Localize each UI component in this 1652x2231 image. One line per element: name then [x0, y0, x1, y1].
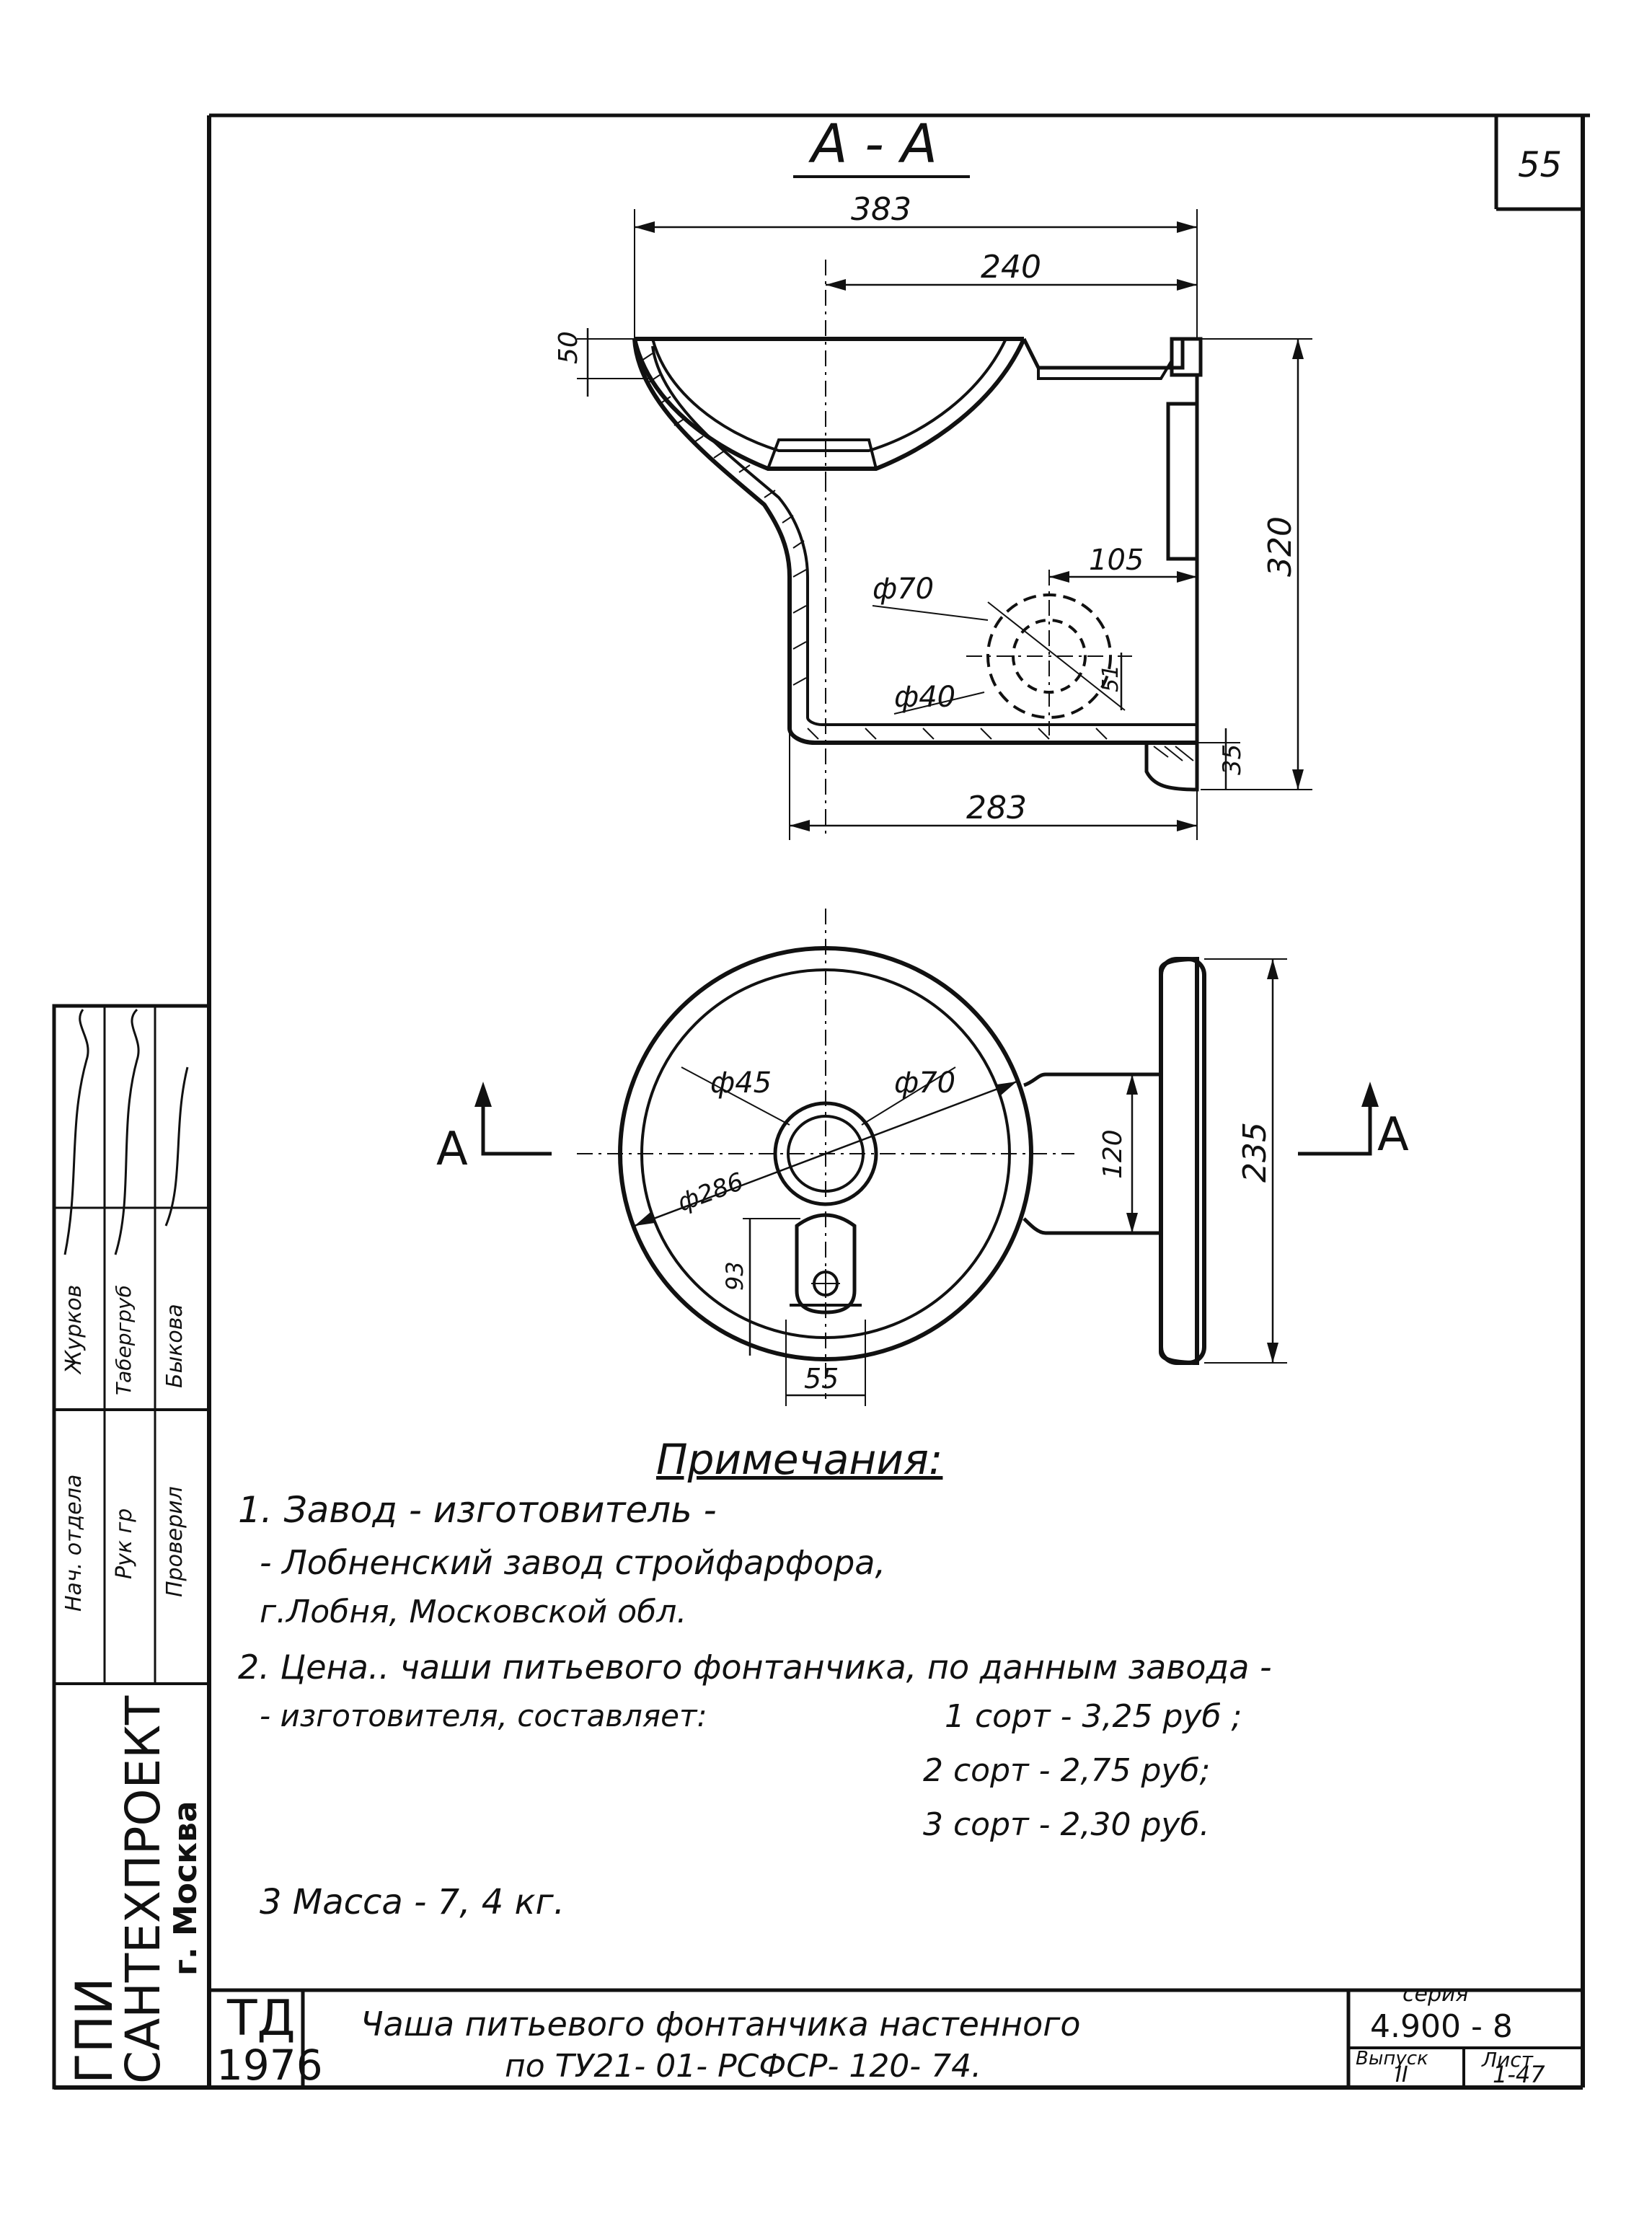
- dim-383: 383: [851, 191, 911, 228]
- dim-phi70-plan: ф70: [894, 1066, 955, 1100]
- sheet-value: 1-47: [1493, 2061, 1545, 2088]
- side-stamp-role-1: Нач. отдела: [61, 1474, 87, 1612]
- title-code-1: ТД: [227, 1990, 296, 2047]
- plan-dimensions: [634, 958, 1287, 1406]
- side-stamp-role-2: Рук гр: [112, 1508, 137, 1579]
- dim-phi70-section: ф70: [873, 573, 934, 606]
- dim-51: 51: [1098, 665, 1123, 692]
- note-price-3: 3 сорт - 2,30 руб.: [923, 1806, 1210, 1843]
- dim-283: 283: [966, 790, 1027, 826]
- notes-heading: Примечания:: [656, 1435, 943, 1484]
- plan-view: [577, 909, 1206, 1399]
- series-label: серия: [1403, 1982, 1469, 2007]
- title-code-2: 1976: [216, 2041, 323, 2090]
- note-line-6: 3 Масса - 7, 4 кг.: [260, 1882, 565, 1922]
- dim-240: 240: [981, 249, 1041, 286]
- side-stamp-name-1: Журков: [61, 1284, 87, 1374]
- side-stamp-role-3: Проверил: [162, 1486, 187, 1597]
- dim-320: 320: [1262, 516, 1299, 577]
- side-stamp-frame: [52, 1004, 211, 2090]
- dim-55-plan: 55: [804, 1363, 839, 1395]
- sheet-frame: [54, 113, 1590, 2090]
- section-title: A - A: [808, 113, 937, 175]
- dim-50: 50: [554, 331, 583, 364]
- side-stamp-name-3: Быкова: [162, 1304, 187, 1388]
- note-line-4: 2. Цена.. чаши питьевого фонтанчика, по …: [238, 1648, 1272, 1687]
- note-line-5: - изготовителя, составляет:: [260, 1698, 707, 1733]
- section-view: [632, 260, 1203, 836]
- section-marker-left: A: [436, 1123, 468, 1176]
- section-markers: [474, 1082, 1379, 1156]
- dim-120: 120: [1098, 1129, 1128, 1179]
- side-stamp-name-2: Табергруб: [112, 1285, 136, 1395]
- issue-label: Выпуск: [1356, 2048, 1428, 2069]
- sheet-number: 55: [1518, 145, 1562, 185]
- side-stamp-org-line3: г. Москва: [167, 1801, 204, 1976]
- note-line-1: 1. Завод - изготовитель -: [238, 1489, 717, 1531]
- dim-235: 235: [1237, 1122, 1273, 1183]
- signatures: [63, 1008, 189, 1255]
- note-line-3: г.Лобня, Московской обл.: [260, 1594, 687, 1630]
- note-line-2: - Лобненский завод стройфарфора,: [260, 1543, 886, 1582]
- sheet-label: Лист: [1482, 2048, 1533, 2072]
- dim-phi286: ф286: [673, 1167, 747, 1218]
- dim-105: 105: [1089, 544, 1144, 577]
- section-marker-right: A: [1377, 1108, 1409, 1162]
- note-price-2: 2 сорт - 2,75 руб;: [923, 1752, 1211, 1789]
- issue-value: II: [1395, 2062, 1408, 2088]
- title-block-frame: [209, 1988, 1583, 2088]
- dim-93: 93: [721, 1261, 748, 1291]
- dim-phi45: ф45: [710, 1066, 772, 1100]
- dim-phi40-section: ф40: [894, 681, 955, 714]
- title-line-1: Чаша питьевого фонтанчика настенного: [361, 2005, 1081, 2044]
- section-dimensions: [577, 209, 1312, 840]
- title-line-2: по ТУ21- 01- РСФСР- 120- 74.: [505, 2048, 982, 2085]
- dim-35: 35: [1218, 744, 1247, 775]
- note-price-1: 1 сорт - 3,25 руб ;: [945, 1698, 1242, 1735]
- series-value: 4.900 - 8: [1370, 2008, 1513, 2045]
- side-stamp-org-line2: САНТЕХПРОЕКТ: [115, 1695, 171, 2084]
